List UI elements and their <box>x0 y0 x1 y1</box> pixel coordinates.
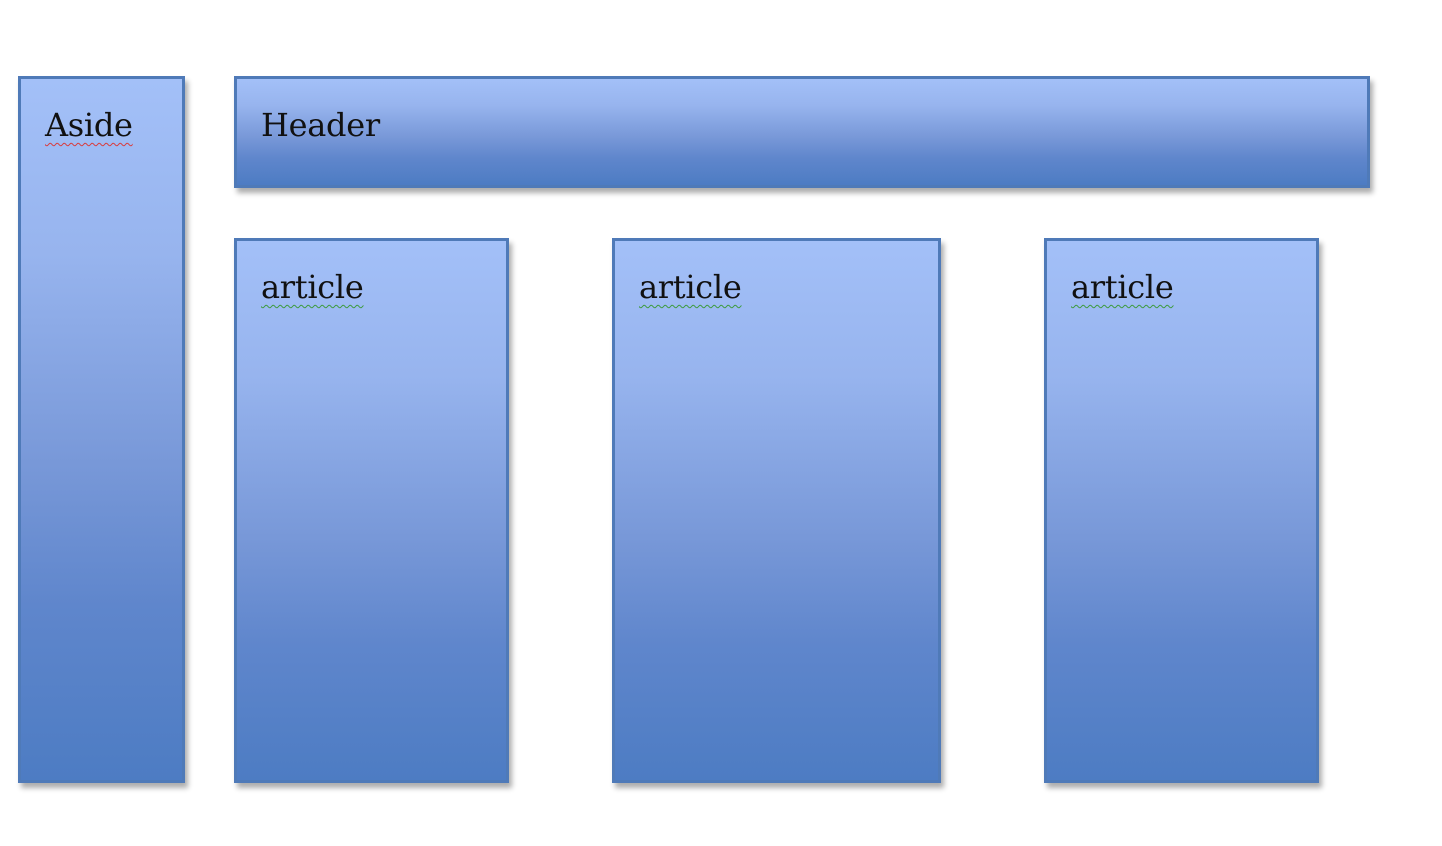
article-box-1: article <box>234 238 509 783</box>
aside-label: Aside <box>45 106 133 144</box>
article-label-3: article <box>1071 268 1174 306</box>
article-box-2: article <box>612 238 941 783</box>
header-label: Header <box>261 106 380 144</box>
article-label-1: article <box>261 268 364 306</box>
article-box-3: article <box>1044 238 1319 783</box>
article-label-2: article <box>639 268 742 306</box>
aside-box: Aside <box>18 76 185 783</box>
header-box: Header <box>234 76 1370 188</box>
